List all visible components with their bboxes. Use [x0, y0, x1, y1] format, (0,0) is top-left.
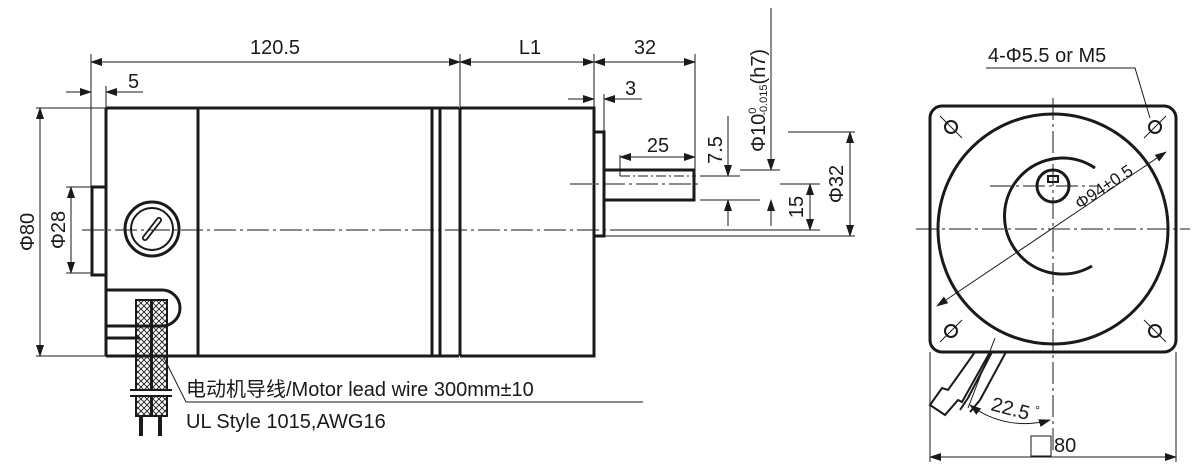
rear-boss	[90, 185, 106, 277]
dim-3: 3	[568, 78, 642, 132]
hole-icon	[1148, 324, 1162, 338]
tol-lower: -0.015	[758, 84, 770, 115]
fit-label: (h7)	[748, 49, 770, 85]
lead-wire-label-2: UL Style 1015,AWG16	[186, 411, 386, 433]
dim-label: 3	[625, 78, 636, 100]
dim-32: 32	[593, 37, 696, 170]
tol-upper: 0	[747, 108, 759, 114]
dim-label: Φ32	[826, 165, 848, 203]
dim-phi28: Φ28	[48, 186, 92, 274]
dim-label: 80	[1054, 435, 1076, 457]
hole-icon	[944, 120, 958, 134]
svg-text:22.5°: 22.5°	[989, 392, 1042, 428]
dim-label: 5	[128, 71, 139, 93]
dim-label: Φ10	[748, 114, 770, 152]
dim-mounting-holes: 4-Φ5.5 or M5	[986, 45, 1151, 119]
dim-label: L1	[519, 37, 541, 59]
dim-square-80: 80	[929, 352, 1177, 462]
vent-plug-icon	[123, 200, 181, 258]
mounting-holes	[939, 115, 1167, 343]
lead-wire-callout: 电动机导线/Motor lead wire 300mm±10 UL Style …	[163, 357, 643, 433]
dim-label: 120.5	[250, 37, 300, 59]
hole-icon	[1148, 120, 1162, 134]
front-view: Φ94±0.5 4-Φ5.5 or M5 22.5° 80	[916, 45, 1190, 462]
dim-label: Φ94±0.5	[1072, 161, 1137, 213]
dim-25: 25	[619, 135, 696, 161]
dim-label: 25	[647, 135, 669, 157]
dim-label: 4-Φ5.5 or M5	[988, 45, 1106, 67]
dim-label: Φ28	[48, 211, 70, 249]
dim-label: 7.5	[705, 136, 727, 164]
degree-symbol: °	[1033, 403, 1041, 418]
dim-5: 5	[66, 71, 143, 108]
gear-head	[460, 106, 596, 358]
dim-phi32: Φ32	[604, 131, 855, 237]
dim-phi10: Φ100-0.015(h7)	[740, 8, 780, 226]
dim-l1: L1	[459, 37, 595, 108]
dim-120-5: 120.5	[90, 37, 461, 187]
hole-icon	[944, 324, 958, 338]
side-view: 120.5 5 L1 32 3 25	[17, 8, 855, 436]
dim-label: 22.5	[989, 394, 1032, 425]
dim-label: 32	[634, 37, 656, 59]
dim-label: 15	[786, 196, 808, 218]
dim-7-5: 7.5	[700, 116, 760, 226]
lead-wire	[130, 299, 172, 436]
dim-15: 15	[620, 183, 820, 231]
square-symbol-icon	[1030, 435, 1052, 457]
dim-phi80: Φ80	[17, 107, 106, 357]
output-shaft	[602, 168, 696, 202]
svg-text:Φ100-0.015(h7): Φ100-0.015(h7)	[747, 49, 770, 152]
dim-label: Φ80	[17, 213, 39, 251]
lead-wire-label-1: 电动机导线/Motor lead wire 300mm±10	[186, 378, 534, 401]
